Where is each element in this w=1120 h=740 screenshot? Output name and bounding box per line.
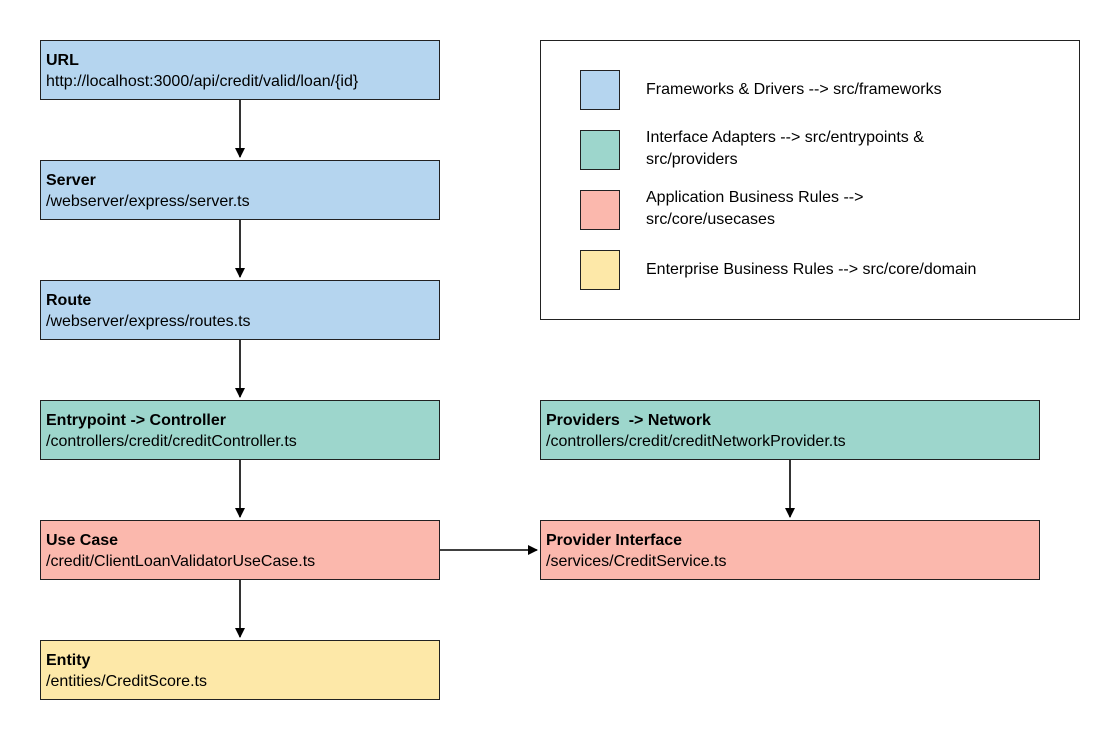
entity-box-title: Entity [46,652,91,669]
provider-interface-box-path: /services/CreditService.ts [546,553,727,570]
legend-swatch-frameworks [580,70,620,110]
provider-interface-box: Provider Interface /services/CreditServi… [540,520,1040,580]
controller-box-title: Entrypoint -> Controller [46,412,226,429]
server-box: Server /webserver/express/server.ts [40,160,440,220]
route-box: Route /webserver/express/routes.ts [40,280,440,340]
entity-box: Entity /entities/CreditScore.ts [40,640,440,700]
legend-label-frameworks: Frameworks & Drivers --> src/frameworks [646,81,942,98]
legend-label-business-rules: Application Business Rules --> src/core/… [646,189,864,228]
legend-swatch-enterprise [580,250,620,290]
usecase-box-title: Use Case [46,532,119,549]
usecase-box-path: /credit/ClientLoanValidatorUseCase.ts [46,553,316,570]
usecase-box: Use Case /credit/ClientLoanValidatorUseC… [40,520,440,580]
network-provider-box-path: /controllers/credit/creditNetworkProvide… [546,433,846,450]
legend-label-adapters: Interface Adapters --> src/entrypoints &… [646,129,924,168]
entity-box-path: /entities/CreditScore.ts [46,673,207,690]
route-box-path: /webserver/express/routes.ts [46,313,251,330]
legend: Frameworks & Drivers --> src/frameworks … [540,40,1080,320]
legend-label-enterprise: Enterprise Business Rules --> src/core/d… [646,261,977,278]
url-box-path: http://localhost:3000/api/credit/valid/l… [46,73,359,90]
server-box-path: /webserver/express/server.ts [46,193,250,210]
route-box-title: Route [46,292,92,309]
url-box: URL http://localhost:3000/api/credit/val… [40,40,440,100]
url-box-title: URL [46,52,79,69]
network-provider-box: Providers -> Network /controllers/credit… [540,400,1040,460]
legend-swatch-adapters [580,130,620,170]
network-provider-box-title: Providers -> Network [546,412,711,429]
controller-box: Entrypoint -> Controller /controllers/cr… [40,400,440,460]
controller-box-path: /controllers/credit/creditController.ts [46,433,297,450]
provider-interface-box-title: Provider Interface [546,532,683,549]
legend-swatch-business-rules [580,190,620,230]
server-box-title: Server [46,172,96,189]
